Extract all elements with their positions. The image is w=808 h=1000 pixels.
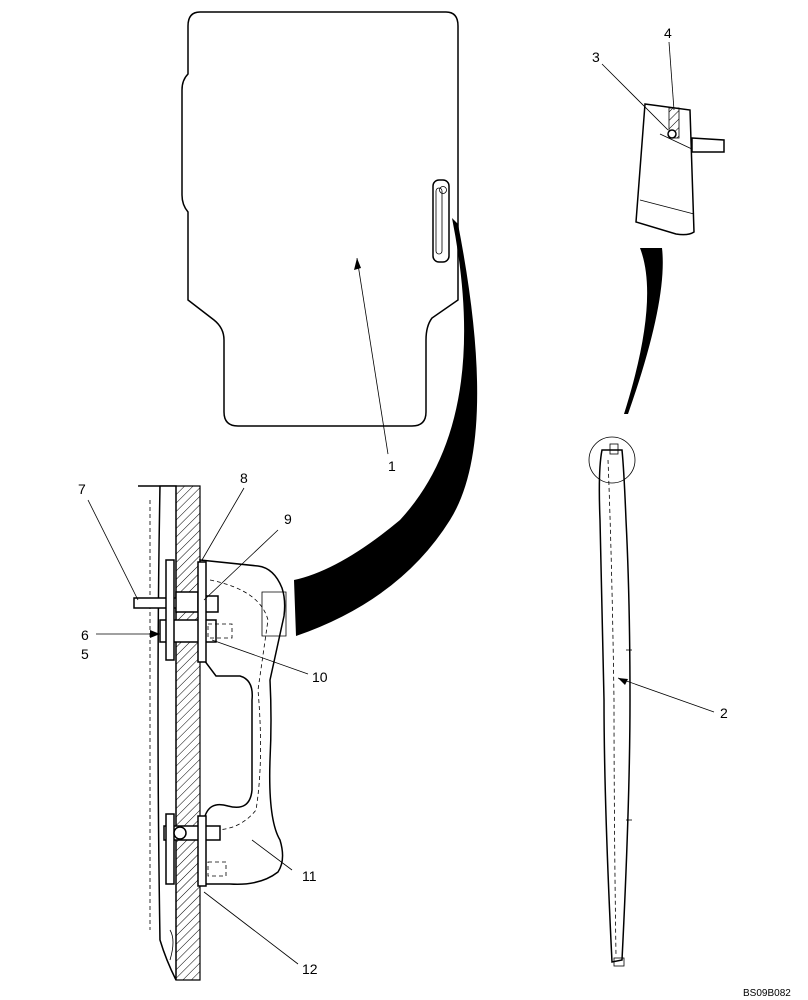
callout-11: 11 [302, 868, 317, 884]
drawing-code: BS09B082 [743, 988, 791, 999]
callout-1: 1 [388, 458, 396, 474]
callout-3: 3 [592, 49, 600, 65]
callout-8: 8 [240, 470, 248, 486]
door-glass-panel [181, 11, 459, 427]
callout-2: 2 [720, 705, 728, 721]
callout-5: 5 [81, 646, 89, 662]
handle-small-view [432, 179, 450, 263]
callout-7: 7 [78, 481, 86, 497]
callout-4: 4 [664, 25, 672, 41]
callout-9: 9 [284, 511, 292, 527]
leaders-section [87, 487, 309, 965]
hinge-detail [635, 103, 725, 236]
detail-sweep-arrow-right [624, 248, 663, 414]
leader-1 [354, 257, 389, 455]
callout-12: 12 [302, 961, 318, 977]
callout-6: 6 [81, 627, 89, 643]
handle-section-view [133, 485, 287, 981]
door-seal-strip [588, 436, 636, 967]
callout-10: 10 [312, 669, 328, 685]
detail-sweep-arrow-left [294, 218, 478, 636]
